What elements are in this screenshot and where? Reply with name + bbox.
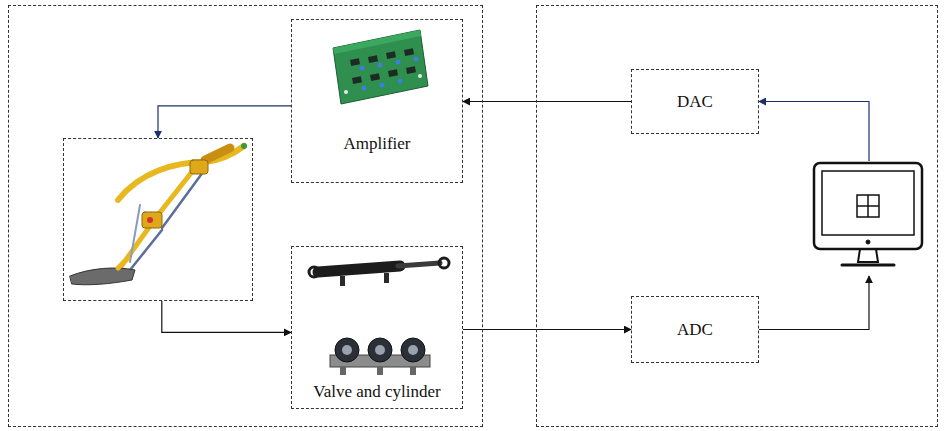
- valve-cylinder-box: Valve and cylinder: [291, 246, 463, 409]
- computer-monitor: [814, 163, 922, 265]
- converter-box: DAC: [631, 69, 759, 134]
- node-label: Valve and cylinder: [313, 382, 440, 402]
- subsystem-panel: AmplifierValve and cylinder: [8, 5, 483, 427]
- signal-arrow: [759, 102, 869, 162]
- signal-arrow: [759, 276, 869, 330]
- converter-box: ADC: [631, 296, 759, 363]
- node-label: ADC: [677, 320, 713, 340]
- node-label: Amplifier: [343, 134, 410, 154]
- computer-node: [809, 161, 929, 276]
- signal-arrow: [463, 101, 631, 102]
- signal-arrow: [162, 301, 291, 332]
- signal-arrow: [463, 329, 631, 330]
- amplifier-box: Amplifier: [291, 19, 463, 183]
- servo-valves: [330, 338, 430, 375]
- signal-arrow: [158, 106, 291, 138]
- hydraulic-cylinder: [309, 258, 449, 286]
- exoskeleton-box: [63, 138, 253, 301]
- node-label: DAC: [677, 92, 713, 112]
- control-panel: DAC ADC: [536, 5, 938, 427]
- exoskeleton-leg: [70, 143, 247, 285]
- amplifier-board: [333, 30, 428, 104]
